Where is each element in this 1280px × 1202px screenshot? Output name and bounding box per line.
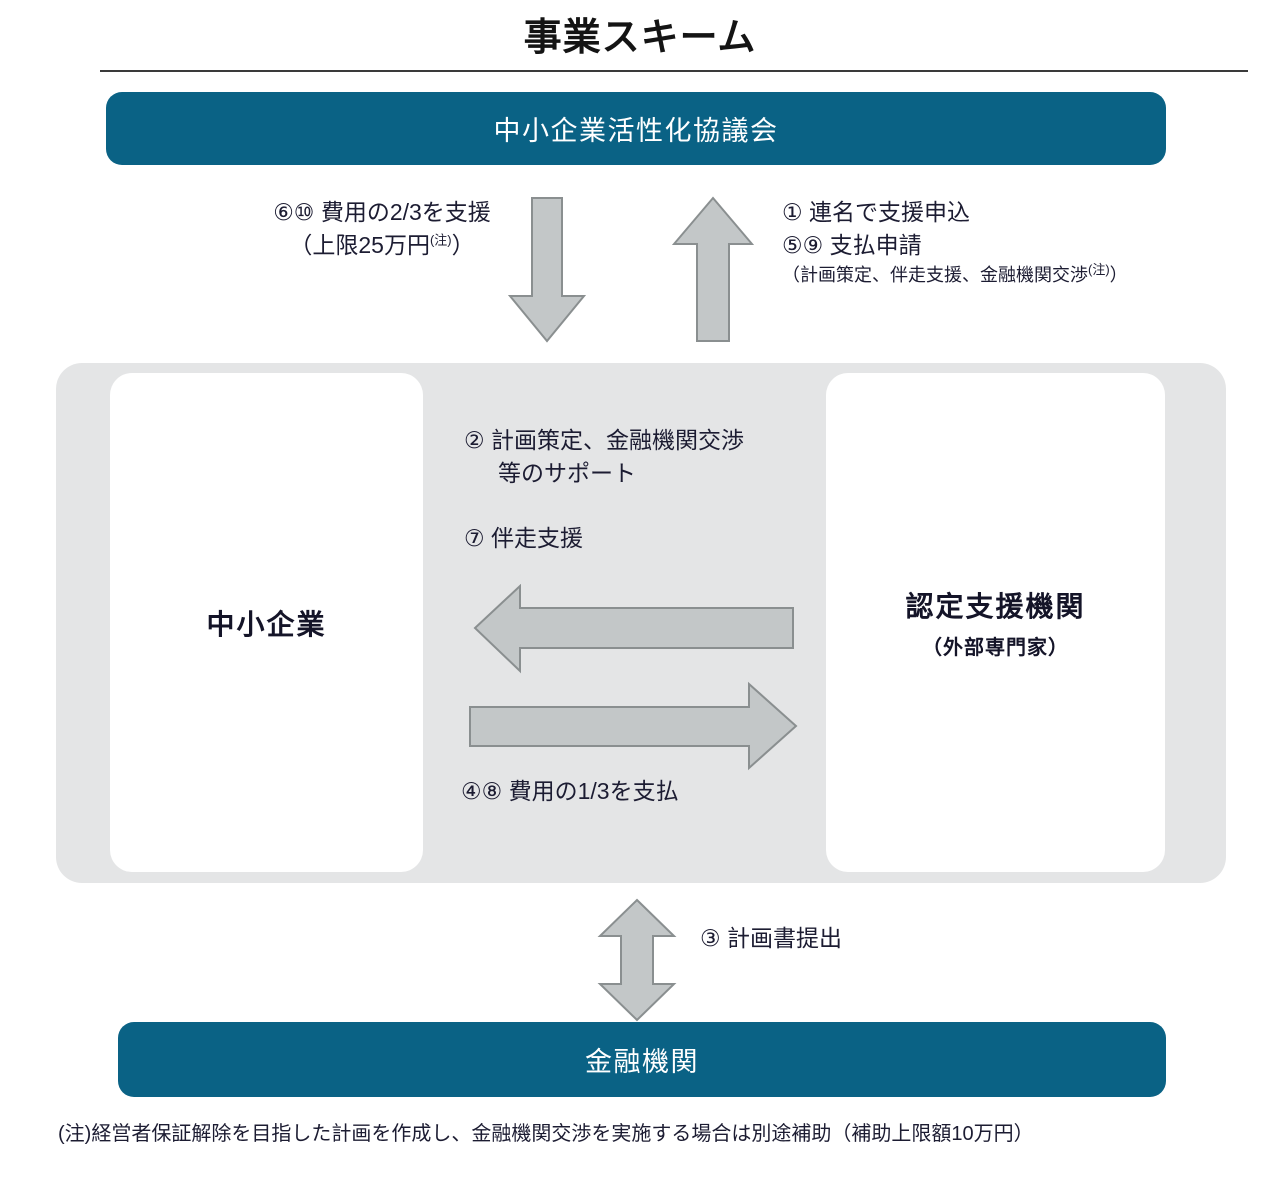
note-plan-submission: ③ 計画書提出 xyxy=(700,922,842,955)
note-support-to-sme-line1: ② 計画策定、金融機関交渉 xyxy=(464,427,745,453)
footnote-marker: (注) xyxy=(429,232,452,247)
arrow-left-consulting-support xyxy=(473,584,794,674)
note-plan-submission-line1: ③ 計画書提出 xyxy=(700,925,843,951)
banner-council: 中小企業活性化協議会 xyxy=(106,92,1166,165)
box-support-org-label: 認定支援機関 xyxy=(905,591,1086,622)
note-sme-to-support: ④⑧ 費用の1/3を支払 xyxy=(461,775,679,808)
box-sme: 中小企業 xyxy=(110,373,423,872)
box-support-org-sublabel: （外部専門家） xyxy=(922,637,1069,659)
note-sme-to-council-line3: （計画策定、伴走支援、金融機関交渉(注)） xyxy=(782,262,1128,286)
box-sme-label: 中小企業 xyxy=(206,608,327,640)
note-council-to-sme-line2: （上限25万円(注)） xyxy=(289,231,475,258)
arrow-up-application xyxy=(672,196,754,342)
footnote-text: (注)経営者保証解除を目指した計画を作成し、金融機関交渉を実施する場合は別途補助… xyxy=(58,1123,1034,1145)
note-sme-to-support-line1: ④⑧ 費用の1/3を支払 xyxy=(461,778,679,804)
banner-council-label: 中小企業活性化協議会 xyxy=(493,116,779,146)
note-banso-support: ⑦ 伴走支援 xyxy=(464,522,583,555)
arrow-updown-plan-submission xyxy=(597,898,677,1022)
title-divider xyxy=(100,70,1248,72)
box-support-org: 認定支援機関 （外部専門家） xyxy=(826,373,1165,872)
arrow-right-payment xyxy=(469,681,798,771)
note-council-to-sme-line1: ⑥⑩ 費用の2/3を支援 xyxy=(273,199,491,225)
arrow-down-support-funding xyxy=(508,197,586,343)
note-support-to-sme-line2: 等のサポート xyxy=(498,460,636,487)
banner-bank: 金融機関 xyxy=(118,1022,1166,1097)
banner-bank-label: 金融機関 xyxy=(585,1047,699,1077)
note-sme-to-council-line1: ① 連名で支援申込 xyxy=(782,199,971,225)
page-title: 事業スキーム xyxy=(523,17,757,59)
note-banso-support-line1: ⑦ 伴走支援 xyxy=(464,525,584,551)
footnote-marker: (注) xyxy=(1088,262,1110,278)
note-sme-to-council: ① 連名で支援申込 ⑤⑨ 支払申請 （計画策定、伴走支援、金融機関交渉(注)） xyxy=(782,196,1128,289)
note-sme-to-council-line2: ⑤⑨ 支払申請 xyxy=(782,231,922,258)
note-council-to-sme: ⑥⑩ 費用の2/3を支援 （上限25万円(注)） xyxy=(232,196,532,261)
note-support-to-sme: ② 計画策定、金融機関交渉 等のサポート xyxy=(464,424,744,491)
